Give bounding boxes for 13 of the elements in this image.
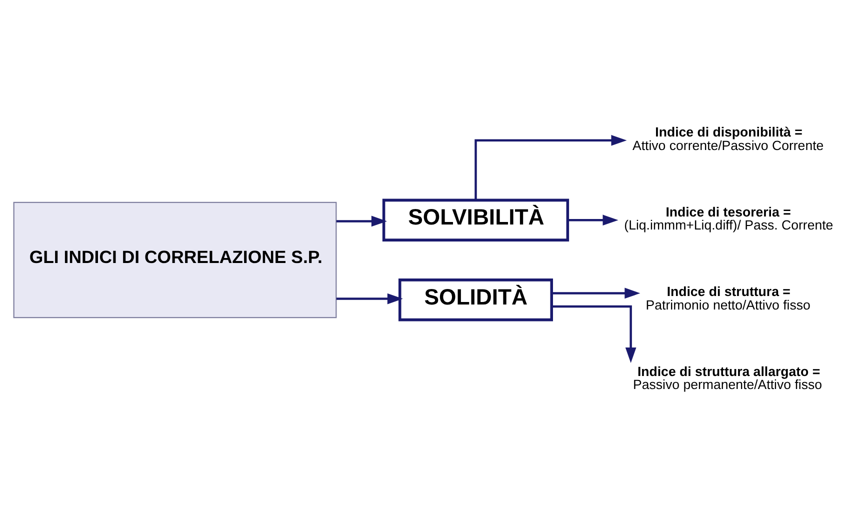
node-text: Indice di tesoreria = (Liq.immm+Liq.diff)/ Pass. Corrente bbox=[624, 204, 834, 232]
node-text: Indice di disponibilità = Attivo corrente/Passivo Corrente bbox=[632, 124, 824, 152]
arrow bbox=[336, 292, 403, 304]
arrow bbox=[474, 134, 627, 200]
node-box: SOLIDITÀ bbox=[398, 278, 553, 321]
node-text: Indice di struttura allargato = Passivo permanente/Attivo fisso bbox=[633, 363, 822, 392]
arrow bbox=[568, 214, 618, 226]
node-box: SOLVIBILITÀ bbox=[382, 198, 570, 241]
arrow bbox=[336, 215, 387, 226]
node-text: Indice di struttura = Patrimonio netto/Attivo fisso bbox=[646, 284, 810, 312]
arrow bbox=[552, 304, 636, 363]
arrow bbox=[552, 287, 640, 298]
node-box: GLI INDICI DI CORRELAZIONE S.P. bbox=[13, 201, 337, 318]
